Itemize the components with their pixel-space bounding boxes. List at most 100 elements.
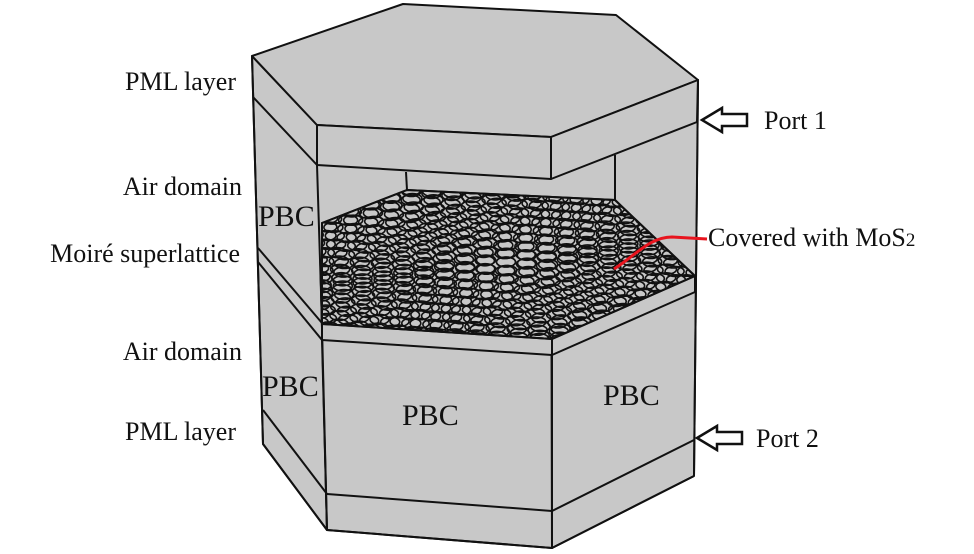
lattice-hole [411,291,433,304]
lattice-hole [474,271,495,284]
lattice-hole [336,231,357,244]
lattice-hole [592,300,614,313]
lattice-hole [333,257,355,270]
lattice-hole [521,197,542,210]
lattice-hole [454,269,475,282]
lattice-hole [490,308,512,320]
lattice-hole [393,263,415,276]
lattice-hole [598,245,620,257]
bottom-outline [251,55,695,550]
lattice-hole [352,273,373,285]
lattice-hole [536,251,558,264]
lattice-hole [514,266,536,279]
lattice-hole [685,266,695,279]
lattice-hole [575,264,597,276]
left-plate-line-bottom [257,261,323,341]
lattice-hole [395,283,417,296]
lattice-hole [450,312,471,325]
lattice-hole [457,234,478,247]
lattice-hole [378,209,400,222]
lattice-hole [354,250,376,263]
back-edge-left [405,171,408,191]
lattice-hole [398,211,420,224]
lattice-hole [435,250,457,262]
lattice-hole [358,207,380,220]
lattice-hole [379,201,401,213]
lattice-hole [332,274,353,287]
lattice-hole [529,329,551,339]
lattice-hole [615,276,636,289]
port2-arrow-icon [694,423,744,453]
lattice-hole [500,204,522,216]
lattice-hole [618,242,639,254]
mos2-annotation: Covered with MoS2 [708,223,915,252]
lattice-hole [392,280,414,293]
lattice-hole [614,285,635,298]
lattice-hole [512,292,534,305]
lattice-hole [693,317,695,329]
lattice-hole [322,238,337,250]
lattice-hole [356,233,377,246]
lattice-hole [574,272,596,285]
lattice-hole [510,318,531,331]
lattice-hole [550,322,571,335]
lattice-hole [332,280,354,292]
lattice-hole [572,298,594,311]
lattice-hole [353,268,374,280]
lattice-hole [531,303,553,316]
lattice-hole [433,267,455,280]
lattice-hole [510,310,532,322]
lattice-hole [349,256,371,269]
lattice-hole [706,182,725,192]
lattice-hole [410,308,431,321]
lattice-hole [705,190,724,200]
mos2-leader-line [613,235,708,271]
lattice-hole [423,194,444,206]
lattice-hole [535,260,557,272]
lattice-hole [470,306,492,318]
lattice-hole [560,210,582,222]
lattice-hole [517,240,538,253]
lattice-hole [377,218,399,230]
lattice-hole [593,292,615,304]
lattice-hole [518,232,539,244]
lattice-hole [477,228,499,240]
lattice-hole [350,294,372,306]
right-pml-line-bottom [551,439,695,512]
lattice-hole [697,202,716,212]
lattice-hole [412,282,434,295]
port2-label: Port 2 [756,424,819,453]
lattice-hole [420,196,441,208]
lattice-hole [555,262,577,274]
lattice-hole [578,238,599,250]
lattice-hole [418,213,440,226]
lattice-hole [391,289,413,302]
lattice-hole [437,224,459,236]
lattice-hole [595,274,616,287]
lattice-hole [595,228,617,241]
lattice-hole [530,320,551,333]
lattice-hole [573,290,595,302]
lattice-hole [397,220,419,232]
lattice-hole [556,253,578,266]
lattice-hole [617,250,639,263]
lattice-hole [532,294,554,307]
lattice-hole [334,249,356,261]
lattice-hole [637,252,659,265]
lattice-hole [655,271,677,284]
lattice-hole [470,314,491,327]
lattice-hole [322,279,333,291]
lattice-hole [694,192,695,205]
lattice-hole [431,293,453,306]
lattice-hole [495,256,517,268]
lattice-hole [349,311,370,324]
pbc-label-left-lower: PBC [262,370,319,403]
lattice-hole [421,190,442,200]
lattice-hole [656,263,678,276]
lattice-hole [538,225,560,238]
lattice-hole [453,278,474,290]
lattice-hole [598,231,620,244]
lattice-hole [353,281,375,294]
lattice-hole [641,255,663,268]
